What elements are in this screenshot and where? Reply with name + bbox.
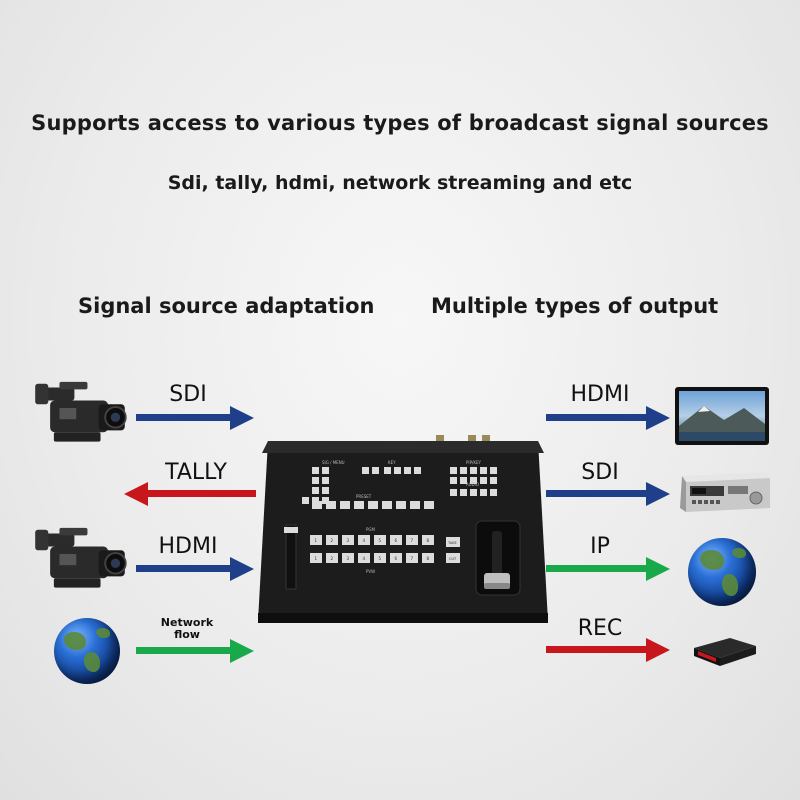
pgm-row-button [390, 535, 402, 545]
pgm-row-button-label: 1 [315, 538, 318, 543]
pvw-row-button [374, 553, 386, 563]
output-label-sdi: SDI [581, 460, 619, 485]
pvw-row-button-label: 3 [347, 556, 350, 561]
arrow-right-icon [136, 639, 254, 663]
arrow-right-icon [546, 638, 670, 662]
pvw-row-button [406, 553, 418, 563]
pvw-row-button [422, 553, 434, 563]
camcorder-icon [35, 381, 127, 442]
pgm-row-button [310, 535, 322, 545]
output-label-rec: REC [577, 616, 623, 641]
pvw-row-button-label: 8 [427, 556, 430, 561]
input-label-hdmi: HDMI [158, 534, 218, 559]
arrow-left-icon [124, 482, 256, 506]
arrow-right-icon [546, 557, 670, 581]
panel-label-key: KEY [388, 460, 396, 465]
panel-label-pgm: PGM [366, 527, 376, 532]
pvw-row-button [326, 553, 338, 563]
input-label-network-flow: Network flow [160, 616, 214, 641]
pvw-row-button [358, 553, 370, 563]
monitor-icon [675, 387, 769, 445]
arrow-right-icon [136, 557, 254, 581]
pgm-row-button-label: 3 [347, 538, 350, 543]
subheadline: Sdi, tally, hdmi, network streaming and … [167, 172, 633, 194]
pgm-row-button-label: 6 [395, 538, 398, 543]
pgm-row-button [374, 535, 386, 545]
left-column-title: Signal source adaptation [78, 294, 375, 318]
input-label-sdi: SDI [169, 382, 207, 407]
pvw-row-button-label: 1 [315, 556, 318, 561]
input-label-tally: TALLY [165, 460, 227, 485]
pvw-row-button [342, 553, 354, 563]
video-switcher-icon: SIG / MENU KEY PIP/KEY PRESET AUDIO PGM … [258, 435, 548, 623]
pgm-row-button [406, 535, 418, 545]
pgm-row-button [342, 535, 354, 545]
pgm-row-button [422, 535, 434, 545]
arrow-right-icon [546, 482, 670, 506]
globe-icon [54, 618, 120, 684]
panel-label-pvw: PVW [366, 569, 375, 574]
pvw-row-button [310, 553, 322, 563]
camcorder-icon [35, 527, 127, 588]
pvw-row-button-label: 2 [331, 556, 334, 561]
panel-label-audio: AUDIO [466, 482, 479, 487]
headline: Supports access to various types of broa… [31, 111, 769, 135]
pgm-row-button [358, 535, 370, 545]
take-button-label: TAKE [447, 541, 457, 545]
cut-button-label: CUT [449, 557, 457, 561]
output-label-ip: IP [590, 534, 610, 559]
pgm-row-button-label: 8 [427, 538, 430, 543]
pgm-row-button-label: 2 [331, 538, 334, 543]
pgm-row-button-label: 7 [411, 538, 414, 543]
pgm-row-button [326, 535, 338, 545]
pvw-row-button-label: 7 [411, 556, 414, 561]
pvw-row-button [390, 553, 402, 563]
globe-icon [688, 538, 756, 606]
pvw-row-button-label: 6 [395, 556, 398, 561]
pgm-row-button-label: 5 [379, 538, 382, 543]
panel-label-sig-menu: SIG / MENU [322, 460, 345, 465]
arrow-right-icon [546, 406, 670, 430]
panel-label-preset: PRESET [356, 494, 372, 499]
pvw-row-button-label: 5 [379, 556, 382, 561]
recorder-deck-icon [680, 472, 770, 512]
arrow-right-icon [136, 406, 254, 430]
right-column-title: Multiple types of output [431, 294, 719, 318]
panel-label-pip-key: PIP/KEY [466, 460, 482, 465]
capture-box-icon [694, 638, 756, 666]
pvw-row-button-label: 4 [363, 556, 366, 561]
output-label-hdmi: HDMI [570, 382, 630, 407]
pgm-row-button-label: 4 [363, 538, 366, 543]
